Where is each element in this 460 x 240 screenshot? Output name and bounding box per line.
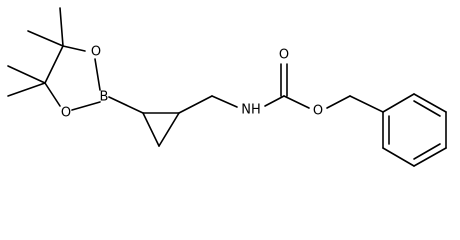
bond-o-bottom-c [44, 82, 61, 107]
bond-ar-inner-2 [413, 143, 441, 160]
structure-diagram: B O O NH O O [7, 7, 447, 167]
bond-ar-5 [382, 147, 415, 167]
carbamate-group [264, 63, 384, 113]
cyclopropane-ring [142, 112, 180, 147]
boron-label: B [100, 90, 109, 105]
bond-b-o-top [94, 58, 101, 91]
ring-oxygen-bottom-label: O [61, 106, 71, 121]
benzene-ring [382, 93, 447, 167]
bond-cp-2 [142, 112, 160, 147]
bond-n-carbonyl [264, 95, 285, 107]
bond-o-top-c [62, 45, 86, 52]
bond-o-benzyl [326, 95, 351, 109]
bond-c-o-ester [283, 95, 310, 109]
nitrogen-label: NH [241, 103, 261, 118]
bond-methyl-4 [7, 82, 46, 97]
bond-cp-ch2 [178, 95, 213, 114]
bond-ch2-n [211, 95, 238, 108]
bond-benzyl-ring [349, 95, 384, 113]
bond-c-c-ring [44, 45, 64, 84]
bond-ar-2 [413, 93, 447, 113]
bond-methyl-2 [27, 30, 64, 47]
bond-b-cyclopropyl [108, 96, 144, 114]
dioxaborolane-ring [44, 45, 101, 111]
ester-oxygen-label: O [313, 104, 323, 119]
bond-methyl-3 [7, 65, 46, 84]
ring-oxygen-top-label: O [91, 45, 101, 60]
methyl-groups [7, 7, 64, 97]
bond-ar-inner-1 [413, 100, 441, 117]
bond-b-o-bottom [71, 101, 101, 111]
bond-methyl-1 [59, 7, 64, 47]
bond-ar-4 [413, 147, 447, 167]
bond-cp-3 [158, 112, 180, 147]
carbonyl-oxygen-label: O [279, 48, 289, 63]
bond-ar-1 [382, 93, 415, 113]
